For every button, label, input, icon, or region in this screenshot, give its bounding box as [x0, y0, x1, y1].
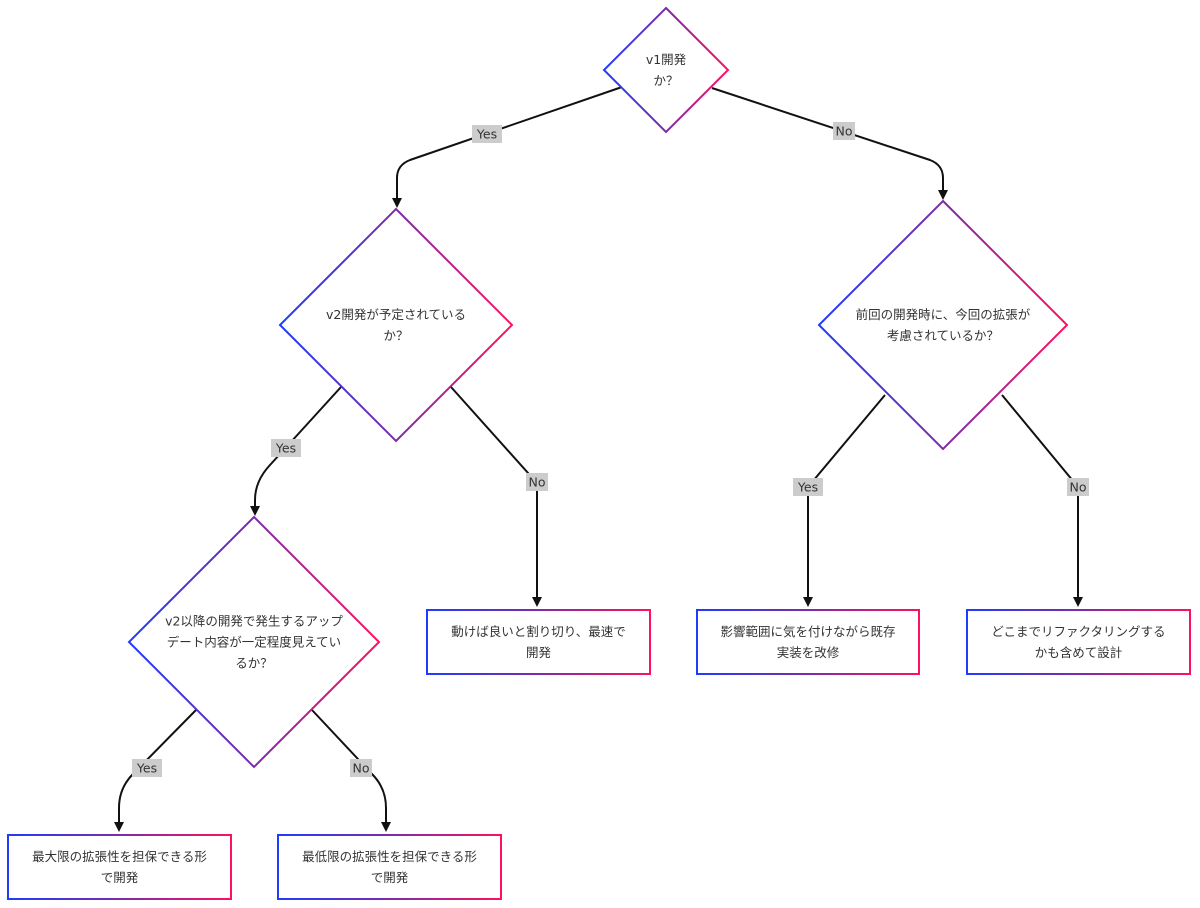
node-text-line: どこまでリファクタリングする	[991, 624, 1165, 639]
result-box	[966, 609, 1191, 675]
node-text-line: 考慮されているか？	[887, 328, 999, 343]
node-text-line: か？	[383, 328, 408, 343]
edge-q_prev_considered-to-r_refactor	[1001, 394, 1083, 607]
edge-q_updates_visible-to-r_min	[311, 709, 391, 832]
edge-label-background	[526, 473, 548, 491]
node-text-line: で開発	[371, 870, 409, 885]
node-text-line: 動けば良いと割り切り、最速で	[451, 624, 626, 639]
edge-label-text: No	[353, 761, 370, 776]
node-text-line: で開発	[101, 870, 139, 885]
decision-diamond	[602, 6, 730, 134]
result-box	[277, 834, 502, 900]
edge-q_v2_planned-to-q_updates_visible	[250, 386, 342, 516]
node-text-line: か？	[653, 73, 678, 88]
node-text-line: 前回の開発時に、今回の拡張が	[856, 307, 1031, 322]
result-box	[7, 834, 232, 900]
edge-label-background	[833, 122, 855, 140]
edge-label-no: No	[833, 122, 855, 140]
edge-label-text: Yes	[275, 441, 296, 456]
node-text-line: 最低限の拡張性を担保できる形	[302, 849, 477, 864]
node-text-line: るか？	[235, 656, 273, 671]
edge-label-background	[132, 759, 162, 777]
edge-label-no: No	[350, 759, 372, 777]
edge-label-text: Yes	[797, 480, 818, 495]
node-text-line: 実装を改修	[777, 645, 840, 660]
edge-label-yes: Yes	[472, 125, 502, 143]
node-text-line: かも含めて設計	[1035, 645, 1123, 660]
edge-label-no: No	[526, 473, 548, 491]
edge-q_v1-to-q_v2_planned	[392, 86, 623, 208]
edge-label-yes: Yes	[132, 759, 162, 777]
edge-label-text: No	[836, 124, 853, 139]
edge-label-no: No	[1067, 478, 1089, 496]
nodes-layer: v1開発か？v2開発が予定されているか？前回の開発時に、今回の拡張が考慮されてい…	[7, 6, 1191, 900]
edge-label-text: Yes	[136, 761, 157, 776]
edge-label-background	[271, 439, 301, 457]
decision-diamond	[127, 515, 381, 769]
edge-label-background	[1067, 478, 1089, 496]
edge-label-text: Yes	[476, 127, 497, 142]
edge-q_prev_considered-to-r_careful	[803, 394, 886, 607]
node-text-line: v1開発	[646, 52, 687, 67]
node-text-line: デート内容が一定程度見えてい	[167, 635, 341, 650]
edge-q_v1-to-q_prev_considered	[711, 87, 948, 200]
node-text-line: v2以降の開発で発生するアップ	[165, 614, 343, 629]
node-text-line: 開発	[526, 645, 552, 660]
node-text-line: 最大限の拡張性を担保できる形	[32, 849, 207, 864]
decision-diamond	[817, 199, 1069, 451]
edge-label-background	[350, 759, 372, 777]
node-text-line: v2開発が予定されている	[326, 307, 466, 322]
result-box	[696, 609, 920, 675]
edge-label-text: No	[1070, 480, 1087, 495]
edge-label-yes: Yes	[793, 478, 823, 496]
edge-label-yes: Yes	[271, 439, 301, 457]
decision-diamond	[278, 207, 514, 443]
edge-q_v2_planned-to-r_fast	[450, 386, 542, 607]
edge-label-background	[472, 125, 502, 143]
node-text-line: 影響範囲に気を付けながら既存	[720, 624, 895, 639]
edge-label-text: No	[529, 475, 546, 490]
edge-label-background	[793, 478, 823, 496]
result-box	[426, 609, 651, 675]
